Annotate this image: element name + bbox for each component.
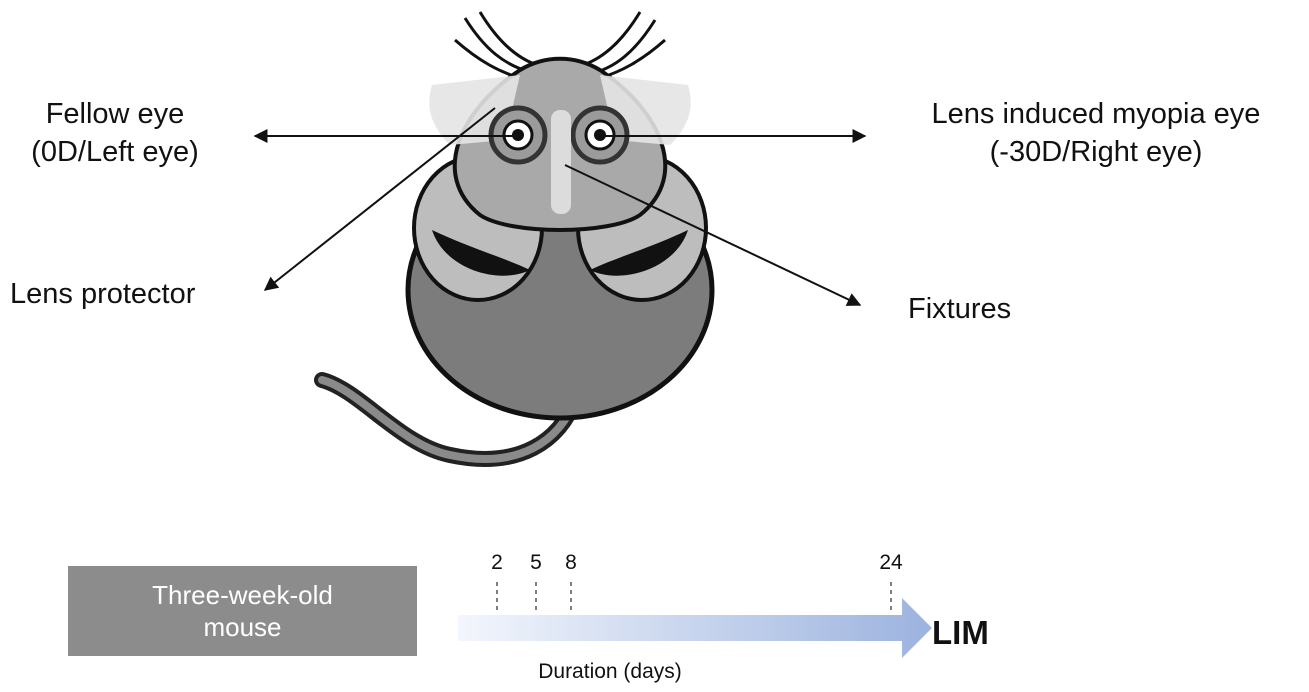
tick-label: 5 [516,551,556,575]
fellow-eye-label: Fellow eye (0D/Left eye) [0,95,230,171]
fellow-eye-line2: (0D/Left eye) [0,133,230,171]
lim-eye-line1: Lens induced myopia eye [888,95,1304,133]
lim-label: LIM [932,614,989,652]
age-box-line1: Three-week-old [152,579,333,611]
age-box: Three-week-old mouse [68,566,417,656]
tick-label: 24 [871,551,911,575]
lens-protector-label: Lens protector [10,275,195,313]
fixtures-label: Fixtures [908,290,1011,328]
fellow-eye-line1: Fellow eye [0,95,230,133]
mouse-illustration [322,12,712,459]
duration-axis-label: Duration (days) [480,660,740,684]
age-box-line2: mouse [152,611,333,643]
tick-label: 2 [477,551,517,575]
duration-arrow [458,598,932,658]
lim-eye-label: Lens induced myopia eye (-30D/Right eye) [888,95,1304,171]
lim-eye-line2: (-30D/Right eye) [888,133,1304,171]
tick-marks [497,582,891,614]
tick-label: 8 [551,551,591,575]
fixtures-shape [551,110,571,214]
